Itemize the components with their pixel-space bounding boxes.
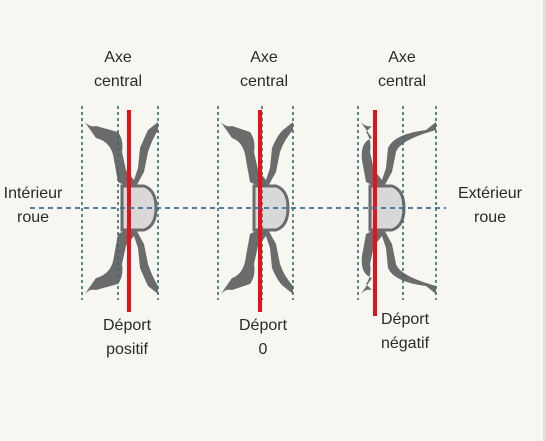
axis-label-2-line1: Axe xyxy=(250,49,278,66)
offset-label-positif: Déport positif xyxy=(92,314,162,362)
axis-label-1: Axe central xyxy=(88,46,148,94)
rim-lower-zero xyxy=(218,226,293,298)
interior-label-line1: Intérieur xyxy=(3,185,63,202)
wheel-negatif xyxy=(357,106,437,316)
exterior-label: Extérieur roue xyxy=(448,182,532,230)
interior-label: Intérieur roue xyxy=(0,182,66,230)
axis-label-3: Axe central xyxy=(372,46,432,94)
interior-label-line2: roue xyxy=(16,209,50,226)
rim-upper-zero xyxy=(218,118,293,190)
right-edge-border xyxy=(543,0,546,441)
wheel-positif xyxy=(81,106,159,312)
axis-label-3-line1: Axe xyxy=(388,49,416,66)
offset-label-zero-line2: 0 xyxy=(258,341,268,358)
axis-label-1-line2: central xyxy=(93,73,143,90)
rim-lower-positif xyxy=(82,226,158,298)
exterior-label-line1: Extérieur xyxy=(457,185,523,202)
rim-upper-negatif xyxy=(358,118,436,190)
offset-label-zero: Déport 0 xyxy=(228,314,298,362)
rim-upper-positif xyxy=(82,118,158,190)
offset-label-negatif: Déport négatif xyxy=(370,308,440,356)
offset-label-negatif-line2: négatif xyxy=(380,335,430,352)
axis-label-2: Axe central xyxy=(234,46,294,94)
wheel-zero xyxy=(217,106,294,312)
offset-label-negatif-line1: Déport xyxy=(380,311,430,328)
axis-label-3-line2: central xyxy=(377,73,427,90)
offset-label-positif-line2: positif xyxy=(106,341,148,358)
axis-label-1-line1: Axe xyxy=(104,49,132,66)
offset-label-positif-line1: Déport xyxy=(102,317,152,334)
exterior-label-line2: roue xyxy=(473,209,507,226)
offset-label-zero-line1: Déport xyxy=(238,317,288,334)
axis-label-2-line2: central xyxy=(239,73,289,90)
rim-lower-negatif xyxy=(358,226,436,298)
